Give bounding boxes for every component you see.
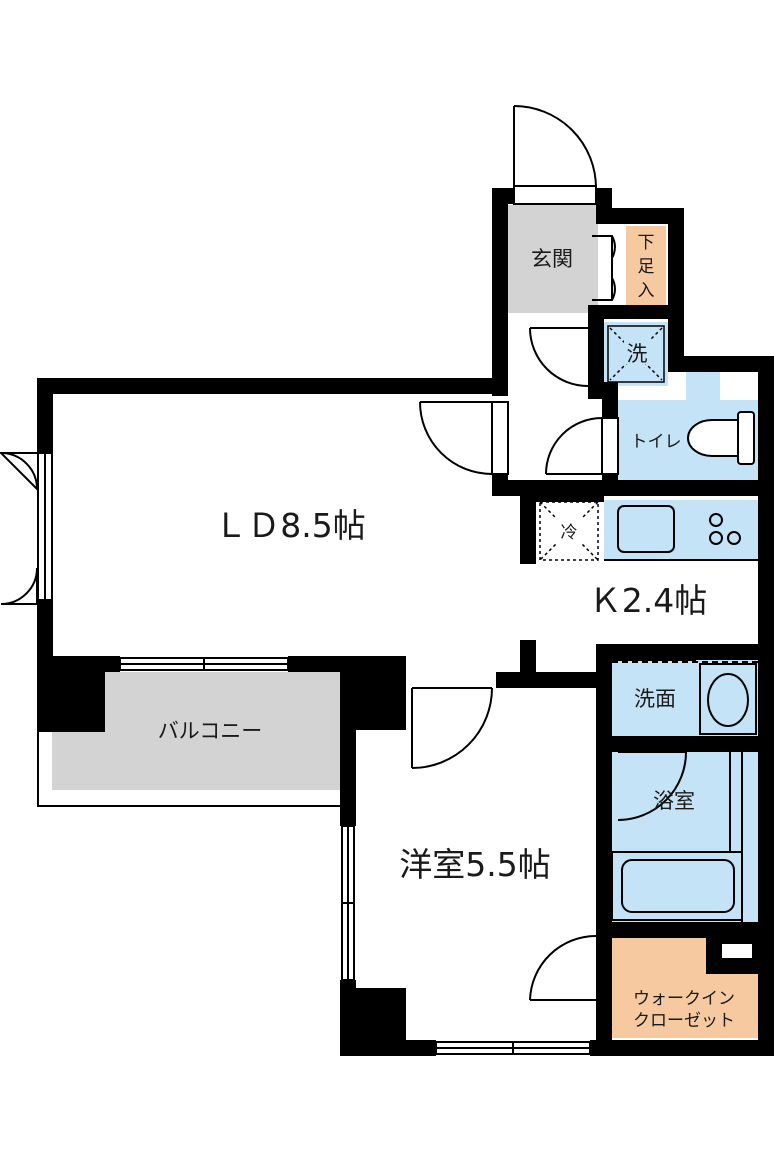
doors	[0, 105, 696, 1001]
windows	[37, 452, 591, 1055]
toilet-top-floor	[686, 372, 720, 400]
washbasin-icon	[612, 661, 758, 735]
room-label-entrance: 玄関	[531, 247, 573, 271]
bathtub-icon	[611, 752, 743, 922]
fridge-icon	[539, 501, 599, 561]
balcony-outline	[37, 732, 340, 807]
vent-opening	[356, 736, 386, 752]
sink-icon	[617, 505, 675, 553]
fixture-label-washer: 洗	[627, 342, 648, 366]
entrance-floor	[508, 205, 598, 313]
bathroom-floor	[612, 752, 758, 922]
room-label-balcony: バルコニー	[158, 719, 263, 743]
room-label-toilet: トイレ	[631, 432, 682, 452]
room-label-shoe-closet-3: 入	[638, 281, 655, 301]
room-label-bathroom: 浴室	[653, 789, 695, 813]
room-label-k: Ｋ2.4帖	[589, 581, 707, 620]
room-label-shoe-closet-1: 下	[638, 233, 655, 253]
stove-icon	[709, 513, 741, 545]
room-label-wic-1: ウォークイン	[633, 989, 735, 1009]
walls	[37, 188, 774, 1056]
washroom-floor	[612, 660, 758, 740]
kitchen-counter	[604, 500, 758, 560]
room-label-wic-2: クローゼット	[633, 1011, 735, 1031]
room-label-washroom: 洗面	[634, 687, 676, 711]
room-label-ld: ＬＤ8.5帖	[214, 506, 365, 545]
vent-opening	[722, 944, 752, 958]
vent-opening	[736, 372, 754, 386]
toilet-icon	[687, 411, 755, 465]
room-label-shoe-closet-2: 足	[638, 257, 655, 277]
shoe-closet-floor	[626, 226, 666, 306]
fixture-label-fridge: 冷	[561, 523, 578, 543]
room-label-western: 洋室5.5帖	[399, 845, 550, 884]
